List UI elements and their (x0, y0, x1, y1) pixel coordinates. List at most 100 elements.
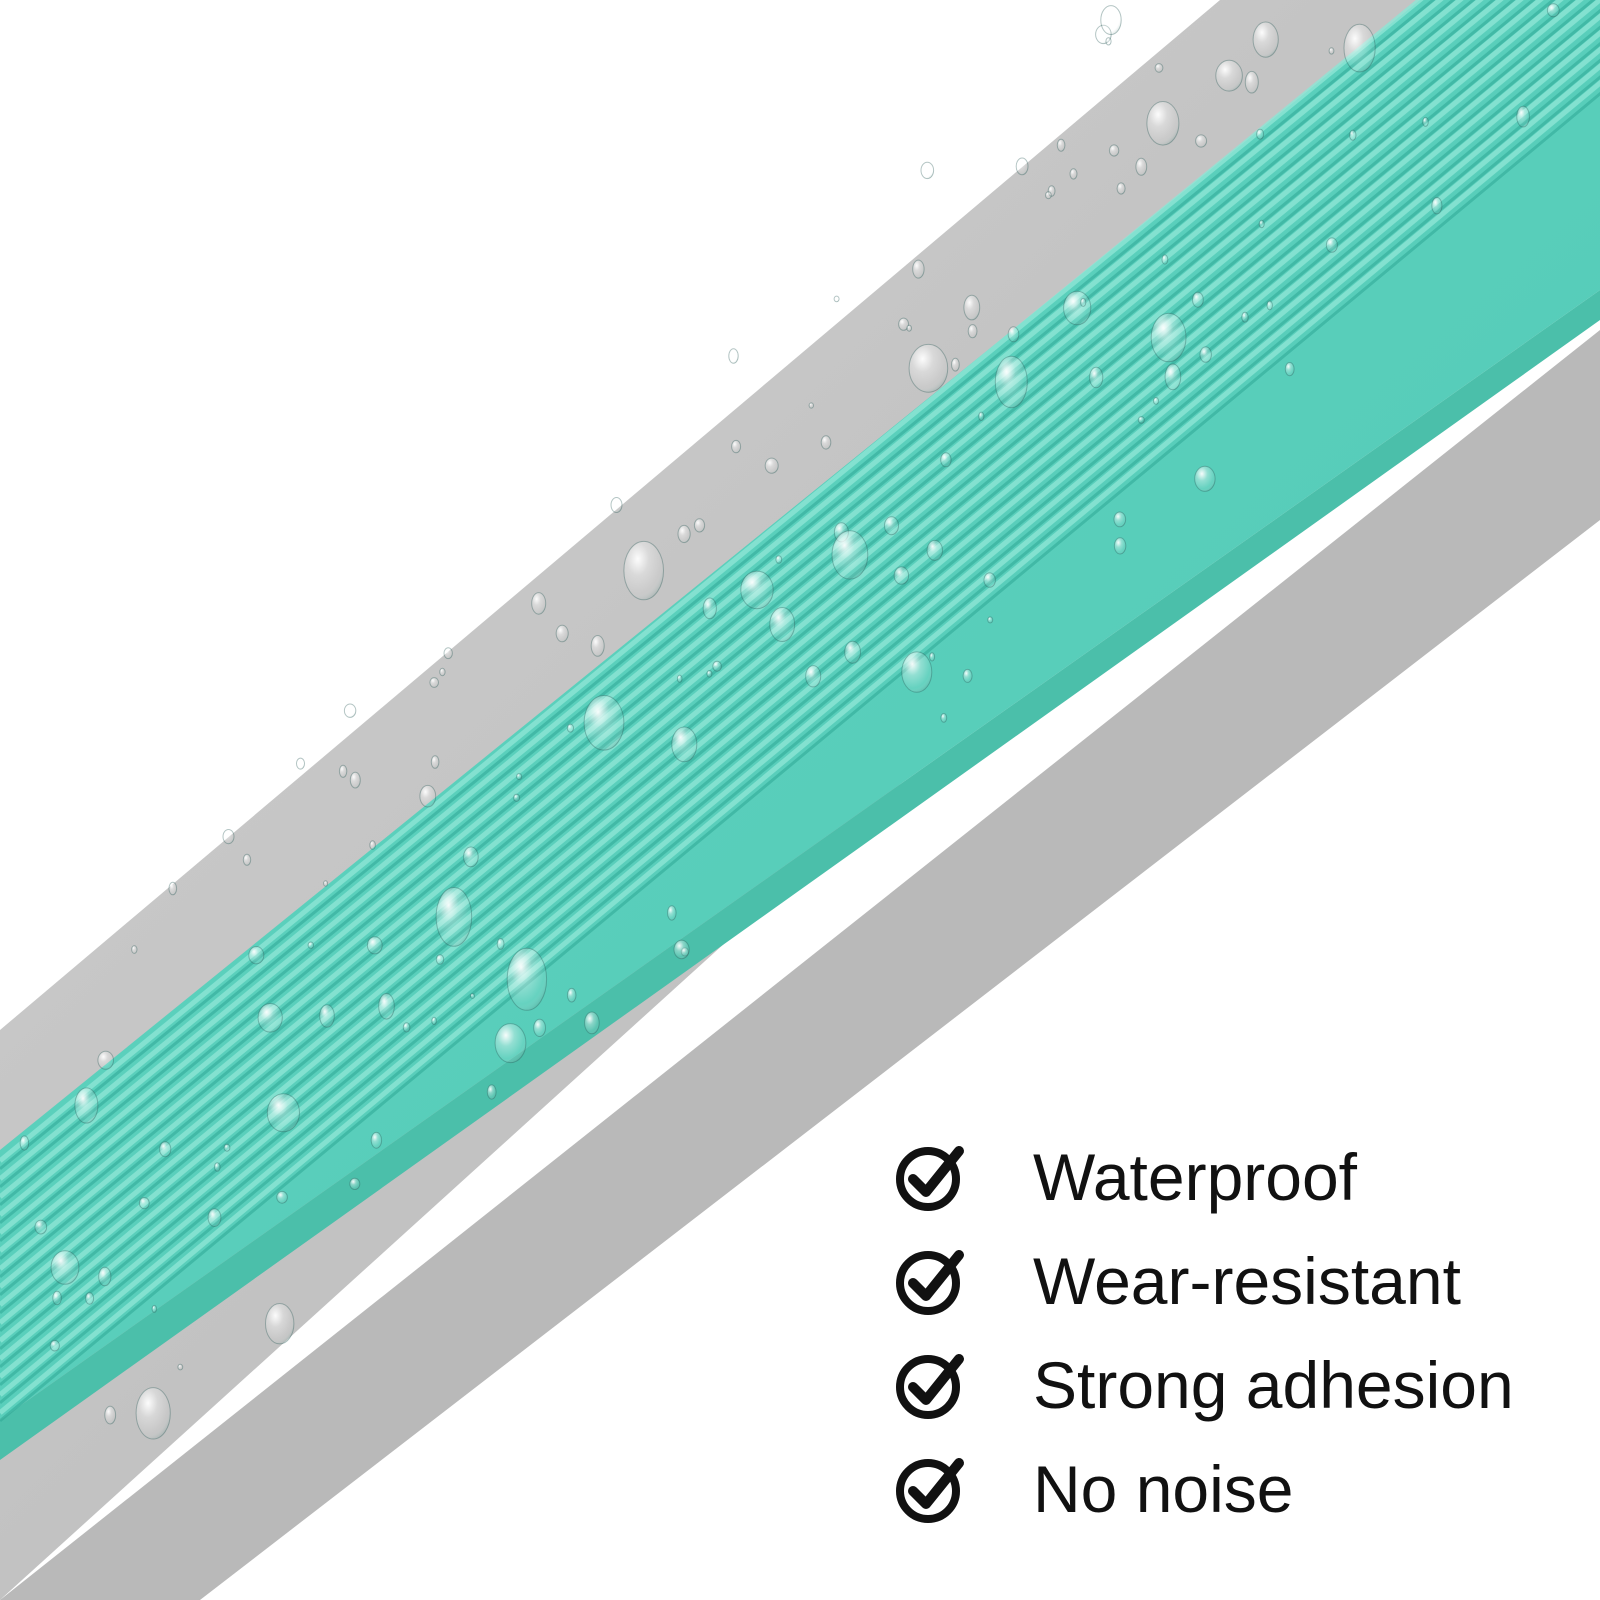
water-droplet (706, 670, 713, 678)
water-droplet (1349, 129, 1357, 141)
rib-shadow (0, 75, 1600, 1404)
water-droplet (307, 941, 314, 949)
water-droplet (1422, 116, 1429, 127)
water-droplet (667, 905, 677, 921)
water-droplet (338, 764, 348, 778)
water-droplet (463, 846, 479, 868)
water-droplet (159, 1141, 172, 1158)
water-droplets (19, 3, 1560, 1440)
water-droplet (135, 1387, 171, 1440)
rib-shadow (0, 0, 1456, 1188)
water-droplet (319, 1004, 335, 1028)
water-droplet (963, 294, 981, 321)
water-droplet (962, 668, 973, 683)
feature-item-waterproof: Waterproof (895, 1125, 1575, 1229)
water-droplet (1431, 197, 1443, 215)
water-droplet (349, 1177, 361, 1191)
water-droplet (369, 840, 376, 850)
water-droplet (435, 954, 445, 965)
water-droplet (1266, 300, 1273, 311)
water-droplet (1241, 311, 1249, 323)
water-droplet (610, 497, 623, 513)
rib-shadow (0, 42, 1600, 1368)
water-droplet (207, 1208, 222, 1227)
water-droplet (370, 1131, 383, 1149)
water-droplet (1108, 144, 1120, 157)
rib-highlight (0, 0, 1424, 1163)
rib-shadow (0, 91, 1600, 1422)
water-droplet (1150, 312, 1187, 363)
water-droplet (533, 1018, 546, 1038)
water-droplet (1343, 23, 1376, 73)
rib-highlight (0, 46, 1600, 1379)
water-droplet (52, 1290, 62, 1306)
water-droplet (506, 947, 548, 1011)
water-droplet (978, 411, 985, 421)
water-droplet (439, 667, 446, 677)
feature-label: Wear-resistant (1033, 1244, 1461, 1318)
water-droplet (1153, 397, 1159, 405)
water-droplet (940, 452, 952, 468)
water-droplet (104, 1405, 117, 1425)
water-droplet (1215, 59, 1243, 92)
water-droplet (590, 635, 605, 657)
water-droplet (1164, 363, 1182, 391)
water-droplet (712, 660, 722, 672)
water-droplet (1015, 157, 1029, 176)
water-droplet (671, 726, 698, 763)
water-droplet (343, 703, 357, 718)
water-droplet (531, 592, 547, 615)
water-droplet (1199, 346, 1212, 363)
water-droplet (769, 607, 796, 642)
water-droplet (1258, 219, 1265, 229)
water-droplet (296, 757, 305, 770)
water-droplet (516, 773, 523, 781)
water-droplet (1146, 101, 1180, 146)
water-droplet (677, 524, 691, 544)
water-droplet (1546, 3, 1560, 18)
water-droplet (431, 1016, 437, 1026)
water-droplet (673, 939, 690, 960)
water-droplet (378, 993, 395, 1020)
water-droplet (808, 402, 814, 409)
water-droplet (97, 1050, 114, 1070)
water-droplet (844, 640, 861, 664)
water-droplet (1113, 511, 1127, 528)
rib-highlight (0, 0, 1524, 1253)
water-droplet (1137, 416, 1145, 424)
water-droplet (168, 881, 178, 896)
water-droplet (929, 652, 936, 662)
water-droplet (1154, 63, 1164, 73)
water-droplet (1063, 290, 1092, 326)
water-droplet (151, 1304, 158, 1313)
water-droplet (429, 677, 440, 688)
water-droplet (366, 936, 383, 955)
water-droplet (1328, 47, 1335, 55)
water-droplet (1194, 465, 1216, 492)
water-droplet (584, 1011, 600, 1035)
water-droplet (987, 616, 994, 624)
rib-highlight (0, 0, 1444, 1181)
water-droplet (906, 324, 913, 332)
water-droplet (702, 597, 717, 620)
water-droplet (1325, 237, 1338, 253)
rib-shadow (0, 0, 1516, 1242)
rib-shadow (0, 0, 1436, 1170)
water-droplet (1516, 105, 1530, 128)
water-droplet (583, 695, 625, 751)
check-circle-icon (895, 1245, 967, 1317)
water-droplet (893, 566, 910, 585)
water-droplet (967, 324, 978, 339)
water-droplet (266, 1093, 300, 1133)
water-droplet (402, 1022, 411, 1033)
feature-item-wear-resistant: Wear-resistant (895, 1229, 1575, 1333)
water-droplet (131, 945, 138, 954)
water-droplet (951, 357, 960, 372)
water-droplet (994, 355, 1028, 409)
water-droplet (1192, 291, 1204, 308)
water-droplet (50, 1250, 80, 1285)
water-droplet (1244, 70, 1259, 94)
water-droplet (920, 161, 935, 180)
